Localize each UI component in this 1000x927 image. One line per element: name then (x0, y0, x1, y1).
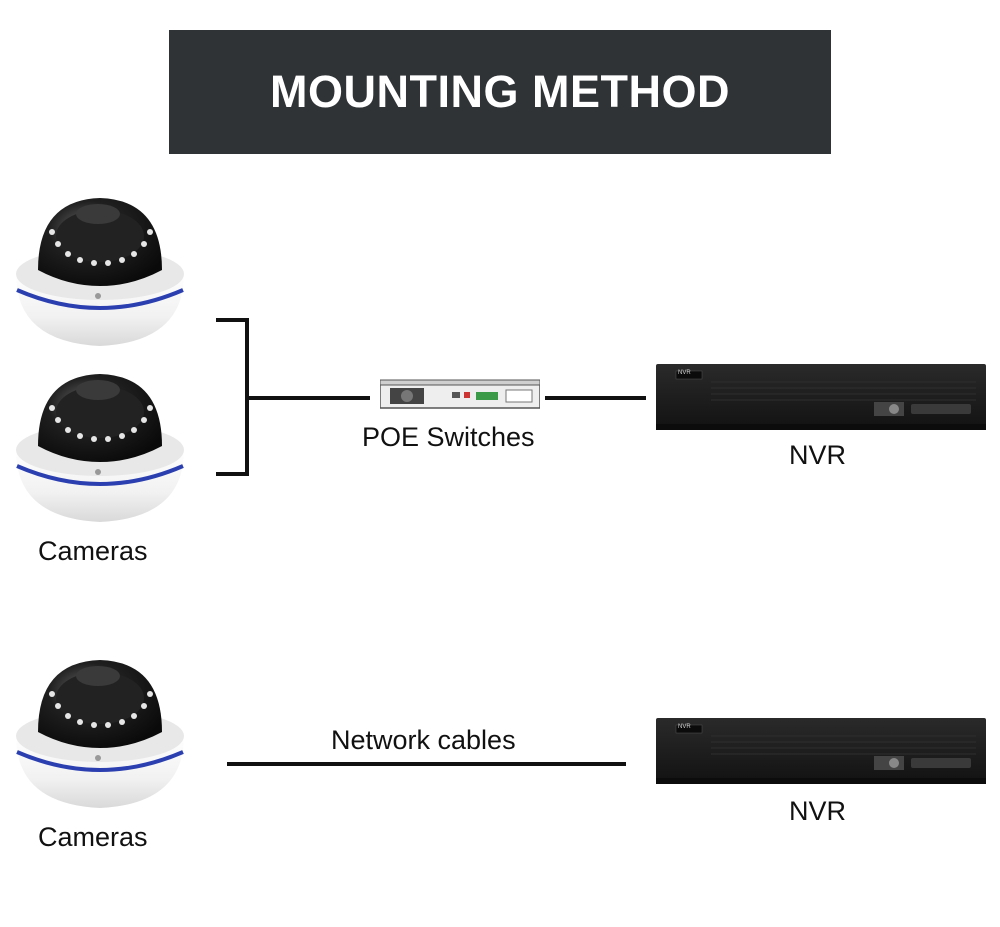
cameras-label-bottom: Cameras (38, 822, 148, 852)
page-title: MOUNTING METHOD (270, 66, 730, 117)
nvr-badge: NVR (678, 724, 691, 730)
poe-switch-icon (380, 378, 540, 412)
title-banner: MOUNTING METHOD (169, 30, 831, 154)
nvr-label-top: NVR (789, 440, 847, 470)
poe-switch-label: POE Switches (362, 422, 535, 452)
nvr-recorder-icon: NVR (656, 718, 986, 788)
network-cables-label: Network cables (331, 725, 516, 755)
cameras-label-top: Cameras (38, 536, 148, 566)
nvr-label-bottom: NVR (789, 796, 847, 826)
nvr-badge: NVR (678, 370, 691, 376)
nvr-recorder-icon: NVR (656, 364, 986, 434)
